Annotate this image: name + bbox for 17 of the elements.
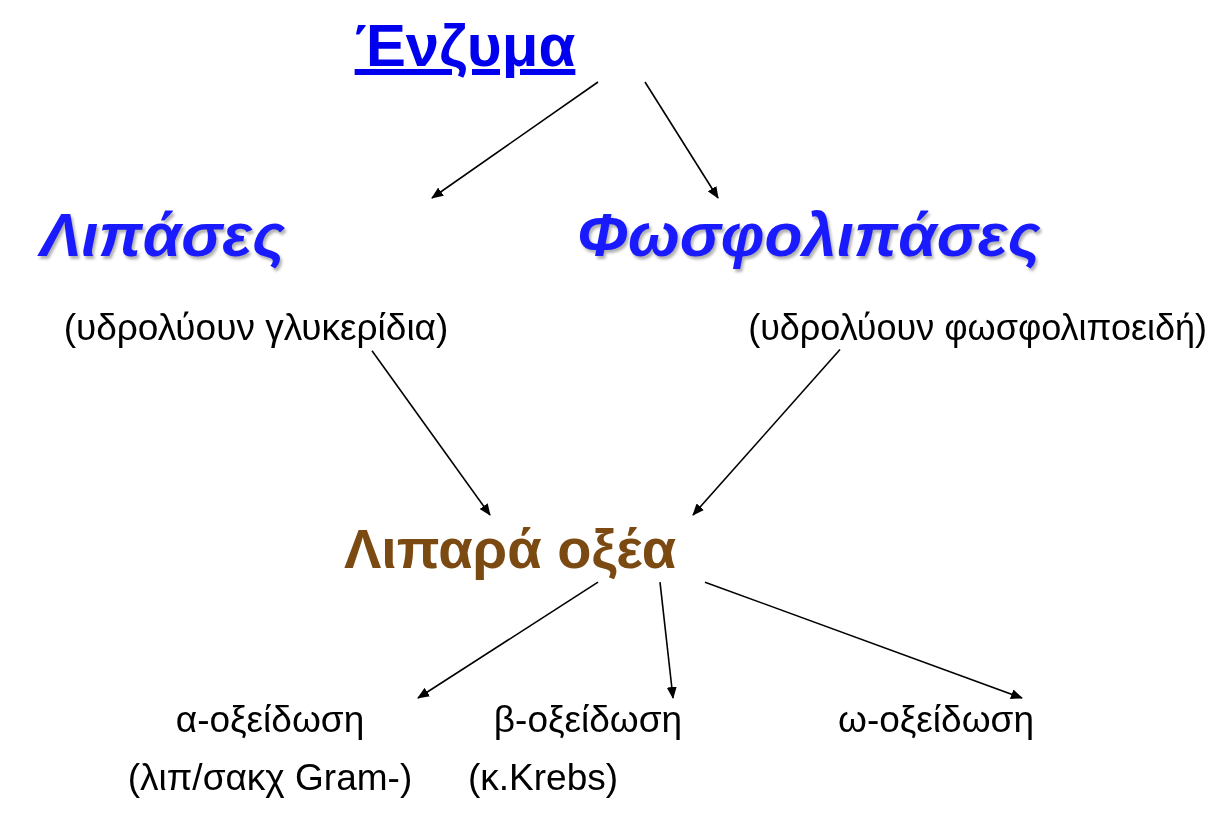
- process-label: α-οξείδωση: [175, 698, 365, 742]
- arrow: [704, 581, 1023, 699]
- note: (λιπ/σακχ Gram-): [127, 756, 413, 801]
- arrow: [659, 581, 677, 699]
- arrow: [692, 348, 841, 516]
- process-label: ω-οξείδωση: [838, 698, 1034, 742]
- arrow: [431, 81, 599, 199]
- enzyme-heading: Φωσφολιπάσες: [577, 199, 1041, 271]
- note: (κ.Krebs): [468, 756, 619, 801]
- heading: Λιπαρά οξέα: [343, 516, 677, 582]
- description: (υδρολύουν γλυκερίδια): [63, 306, 449, 351]
- heading: Ένζυμα: [354, 11, 576, 81]
- description: (υδρολύουν φωσφολιποειδή): [748, 306, 1207, 350]
- process-label: β-οξείδωση: [493, 698, 683, 742]
- arrow: [644, 81, 719, 199]
- arrow: [417, 581, 599, 699]
- arrow: [371, 349, 491, 516]
